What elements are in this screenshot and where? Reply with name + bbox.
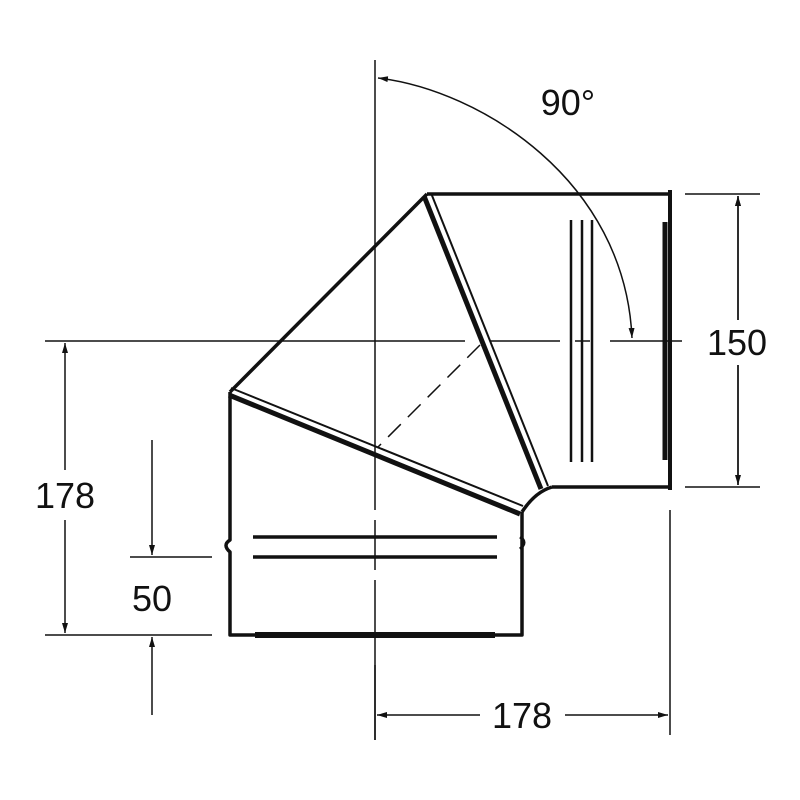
dimension-150	[685, 194, 760, 488]
angle-arc	[377, 76, 635, 339]
hidden-line	[377, 344, 481, 448]
elbow-seams	[228, 192, 549, 517]
dimension-50	[130, 440, 212, 715]
dimension-label-150: 150	[707, 322, 767, 363]
dimension-label-50: 50	[132, 578, 172, 619]
dimension-178-bottom	[374, 510, 671, 740]
angle-label: 90°	[541, 82, 595, 123]
dimension-label-178-height: 178	[35, 475, 95, 516]
dimension-label-178-width: 178	[492, 695, 552, 736]
dimension-178-left	[45, 343, 212, 636]
center-lines	[45, 60, 682, 740]
